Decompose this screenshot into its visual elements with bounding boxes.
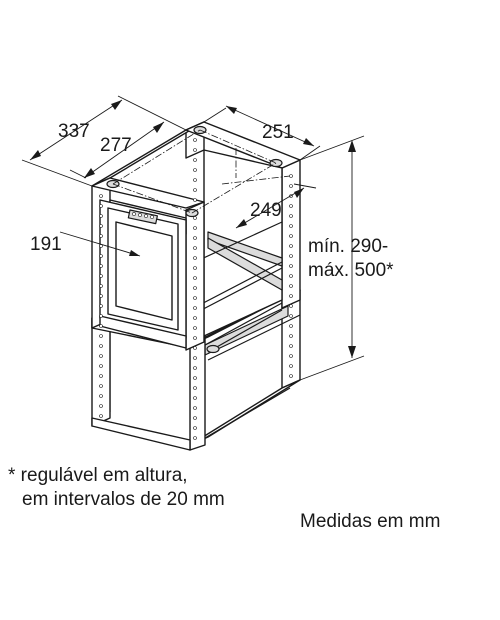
upper-frame-section (91, 121, 301, 354)
perforation-hole (193, 396, 197, 400)
perforation-hole (99, 284, 103, 288)
perforation-hole (193, 138, 197, 142)
perforation-hole (289, 304, 293, 308)
perforation-hole (193, 236, 197, 240)
perforation-hole (289, 224, 293, 228)
perforation-hole (289, 244, 293, 248)
dim-side-depth: 191 (30, 234, 62, 255)
height-adjust-footnote: * regulável em altura, em intervalos de … (8, 464, 225, 512)
perforation-hole (193, 276, 197, 280)
perforation-hole (99, 354, 103, 358)
perforation-hole (289, 254, 293, 258)
perforation-hole (289, 344, 293, 348)
perforation-hole (289, 284, 293, 288)
perforation-hole (99, 314, 103, 318)
perforation-hole (99, 394, 103, 398)
perforation-hole (193, 296, 197, 300)
perforation-hole (193, 168, 197, 172)
perforation-hole (193, 148, 197, 152)
perforation-hole (193, 198, 197, 202)
dim-width-outer: 251 (262, 122, 294, 143)
perforation-hole (99, 374, 103, 378)
perforation-hole (289, 354, 293, 358)
perforation-hole (99, 194, 103, 198)
perforation-hole (99, 304, 103, 308)
perforation-hole (289, 364, 293, 368)
perforation-hole (193, 376, 197, 380)
perforation-hole (193, 316, 197, 320)
perforation-hole (193, 178, 197, 182)
perforation-hole (289, 324, 293, 328)
dimension-lines (21, 95, 365, 381)
perforation-hole (99, 294, 103, 298)
perforation-holes (99, 138, 293, 440)
perforation-hole (289, 214, 293, 218)
perforation-hole (289, 274, 293, 278)
perforation-hole (193, 286, 197, 290)
perforation-hole (99, 344, 103, 348)
perforation-hole (99, 274, 103, 278)
perforation-hole (99, 204, 103, 208)
dim-depth-outer: 337 (58, 121, 90, 142)
perforation-hole (193, 336, 197, 340)
perforation-hole (99, 224, 103, 228)
perforation-hole (99, 234, 103, 238)
units-note: Medidas em mm (300, 511, 441, 532)
perforation-hole (193, 436, 197, 440)
perforation-hole (99, 384, 103, 388)
perforation-hole (99, 414, 103, 418)
perforation-hole (99, 364, 103, 368)
perforation-hole (193, 406, 197, 410)
perforation-hole (99, 334, 103, 338)
perforation-hole (193, 256, 197, 260)
perforation-hole (289, 204, 293, 208)
perforation-hole (193, 226, 197, 230)
perforation-hole (193, 158, 197, 162)
perforation-hole (193, 426, 197, 430)
perforation-hole (289, 174, 293, 178)
perforation-hole (193, 366, 197, 370)
perforation-hole (289, 374, 293, 378)
dimension-labels: 337 277 251 249 191 mín. 290- máx. 500* (30, 121, 394, 281)
perforation-hole (99, 404, 103, 408)
perforation-hole (193, 416, 197, 420)
perforation-hole (193, 326, 197, 330)
perforation-hole (193, 266, 197, 270)
footnote-line-1: * regulável em altura, (8, 465, 188, 486)
dim-depth-inner: 277 (100, 135, 132, 156)
perforation-hole (193, 306, 197, 310)
perforation-hole (193, 386, 197, 390)
perforation-hole (289, 334, 293, 338)
perforation-hole (193, 246, 197, 250)
perforation-hole (99, 264, 103, 268)
perforation-hole (193, 356, 197, 360)
footnote-line-2: em intervalos de 20 mm (22, 489, 225, 510)
perforation-hole (99, 324, 103, 328)
perforation-hole (289, 234, 293, 238)
perforation-hole (289, 294, 293, 298)
perforation-hole (289, 264, 293, 268)
perforation-hole (99, 214, 103, 218)
perforation-hole (99, 254, 103, 258)
dim-height-max: máx. 500* (308, 260, 394, 281)
dim-width-inner: 249 (250, 200, 282, 221)
perforation-hole (193, 346, 197, 350)
dim-height-min: mín. 290- (308, 236, 388, 257)
perforation-hole (289, 184, 293, 188)
perforation-hole (193, 216, 197, 220)
perforation-hole (193, 188, 197, 192)
perforation-hole (289, 314, 293, 318)
